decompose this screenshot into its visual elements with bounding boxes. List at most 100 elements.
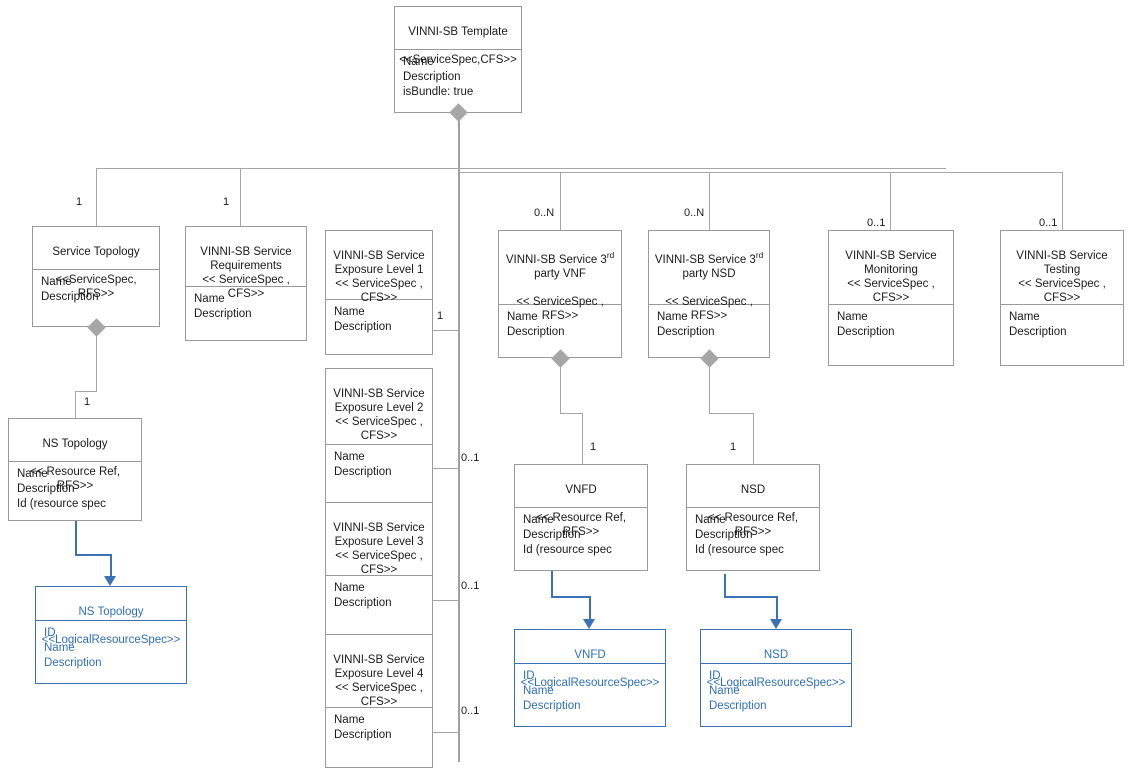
class-attributes-vnfd: Name Description Id (resource spec [523, 514, 612, 556]
class-box-third-party-vnf[interactable]: VINNI-SB Service 3rd party VNF << Service… [498, 230, 622, 358]
class-box-vnfd-logical-resource-spec[interactable]: VNFD <<LogicalResourceSpec>> ID Name Des… [514, 629, 666, 727]
class-name-vnfd: VNFD [565, 484, 597, 496]
connector-drop-service-requirements [240, 168, 241, 226]
class-box-ns-topology[interactable]: NS Topology << Resource Ref, RFS>> Name … [8, 418, 142, 521]
multiplicity-exposure-level-1: 1 [437, 310, 444, 322]
class-attributes-ns-topology: Name Description Id (resource spec [17, 468, 106, 510]
class-header-service-topology: Service Topology <<ServiceSpec, RFS>> [33, 227, 159, 300]
class-box-exposure-level-2[interactable]: VINNI-SB Service Exposure Level 2 << Ser… [325, 368, 433, 505]
class-box-vinni-sb-template[interactable]: VINNI-SB Template <<ServiceSpec,CFS>> Na… [394, 6, 522, 113]
blue-connector-vnfd-v2 [589, 596, 591, 619]
class-attributes-ns-topology-lrs: ID Name Description [44, 627, 102, 669]
class-attributes-exposure-level-1: Name Description [334, 306, 392, 333]
class-header-exposure-level-1: VINNI-SB Service Exposure Level 1 << Ser… [326, 231, 432, 304]
class-attributes-service-monitoring: Name Description [837, 311, 895, 338]
connector-vnf-down [560, 364, 561, 413]
class-name-third-party-nsd-pre: VINNI-SB Service 3 [654, 253, 756, 266]
class-header-ns-topology-lrs: NS Topology <<LogicalResourceSpec>> [36, 587, 186, 646]
class-box-service-topology[interactable]: Service Topology <<ServiceSpec, RFS>> Na… [32, 226, 160, 327]
class-box-exposure-level-1[interactable]: VINNI-SB Service Exposure Level 1 << Ser… [325, 230, 433, 355]
class-stereotype-nsd-lrs: <<LogicalResourceSpec>> [706, 677, 846, 689]
blue-connector-ns-topology-v2 [110, 554, 112, 576]
class-attributes-third-party-nsd: Name Description [657, 311, 715, 338]
class-name-service-topology: Service Topology [52, 246, 140, 258]
class-name-nsd-lrs: NSD [763, 649, 789, 661]
class-stereotype-third-party-vnf: << ServiceSpec , RFS>> [516, 295, 604, 322]
multiplicity-third-party-vnf: 0..N [534, 207, 555, 219]
connector-stub-exposure-level-1 [432, 330, 459, 331]
class-header-service-requirements: VINNI-SB Service Requirements << Service… [186, 227, 306, 300]
connector-vnf-across [560, 413, 582, 414]
connector-bus-left [96, 168, 946, 169]
class-attributes-nsd: Name Description Id (resource spec [695, 514, 784, 556]
class-name-third-party-vnf: VINNI-SB Service 3rd party VNF [505, 251, 615, 280]
class-box-exposure-level-4[interactable]: VINNI-SB Service Exposure Level 4 << Ser… [325, 634, 433, 768]
class-box-service-requirements[interactable]: VINNI-SB Service Requirements << Service… [185, 226, 307, 341]
blue-arrowhead-ns-topology [104, 576, 116, 586]
connector-drop-service-monitoring [890, 172, 891, 230]
class-stereotype-exposure-level-4: << ServiceSpec , CFS>> [335, 682, 423, 708]
class-stereotype-ns-topology: << Resource Ref, RFS>> [29, 466, 121, 492]
connector-vnfd-up [582, 413, 583, 466]
class-stereotype-exposure-level-3: << ServiceSpec , CFS>> [335, 550, 423, 576]
class-stereotype-service-monitoring: << ServiceSpec , CFS>> [847, 278, 935, 304]
class-box-service-monitoring[interactable]: VINNI-SB Service Monitoring << ServiceSp… [828, 230, 954, 366]
class-header-third-party-vnf: VINNI-SB Service 3rd party VNF << Service… [499, 231, 621, 322]
blue-connector-nsd-v1 [724, 574, 726, 596]
class-header-exposure-level-3: VINNI-SB Service Exposure Level 3 << Ser… [326, 503, 432, 576]
class-header-vnfd: VNFD << Resource Ref, RFS>> [515, 465, 647, 538]
class-box-ns-topology-logical-resource-spec[interactable]: NS Topology <<LogicalResourceSpec>> ID N… [35, 586, 187, 684]
class-stereotype-nsd: << Resource Ref, RFS>> [707, 512, 799, 538]
class-stereotype-third-party-nsd: << ServiceSpec , RFS>> [665, 295, 753, 322]
class-stereotype-vinni-sb-template: <<ServiceSpec,CFS>> [399, 54, 517, 66]
class-box-nsd-logical-resource-spec[interactable]: NSD <<LogicalResourceSpec>> ID Name Desc… [700, 629, 852, 727]
class-name-ns-topology-lrs: NS Topology [78, 606, 144, 618]
class-box-exposure-level-3[interactable]: VINNI-SB Service Exposure Level 3 << Ser… [325, 502, 433, 636]
class-box-service-testing[interactable]: VINNI-SB Service Testing << ServiceSpec … [1000, 230, 1124, 366]
class-attributes-vinni-sb-template: Name Description isBundle: true [403, 56, 474, 98]
class-name-exposure-level-3: VINNI-SB Service Exposure Level 3 [333, 522, 425, 548]
class-stereotype-vnfd-lrs: <<LogicalResourceSpec>> [520, 677, 660, 689]
class-box-vnfd[interactable]: VNFD << Resource Ref, RFS>> Name Descrip… [514, 464, 648, 571]
blue-arrowhead-vnfd [583, 619, 595, 629]
class-stereotype-service-topology: <<ServiceSpec, RFS>> [55, 274, 137, 300]
multiplicity-service-topology: 1 [76, 196, 83, 208]
class-header-nsd: NSD << Resource Ref, RFS>> [687, 465, 819, 538]
class-name-vinni-sb-template: VINNI-SB Template [408, 26, 508, 38]
multiplicity-service-testing: 0..1 [1039, 217, 1058, 229]
connector-drop-service-topology [96, 168, 97, 226]
class-stereotype-exposure-level-1: << ServiceSpec , CFS>> [335, 278, 423, 304]
multiplicity-nsd: 1 [730, 441, 737, 453]
connector-stub-exposure-level-2 [432, 468, 459, 469]
ordinal-suffix-rd: rd [606, 251, 615, 260]
connector-stub-exposure-level-3 [432, 600, 459, 601]
blue-connector-vnfd-h [551, 596, 591, 598]
connector-drop-third-party-vnf [560, 172, 561, 230]
connector-nsd3p-across [709, 413, 753, 414]
multiplicity-service-monitoring: 0..1 [867, 217, 886, 229]
class-box-nsd[interactable]: NSD << Resource Ref, RFS>> Name Descript… [686, 464, 820, 571]
class-name-service-monitoring: VINNI-SB Service Monitoring [845, 250, 937, 276]
class-name-third-party-vnf-post: party VNF [534, 267, 586, 280]
class-attributes-service-requirements: Name Description [194, 293, 252, 320]
class-name-third-party-vnf-pre: VINNI-SB Service 3 [505, 253, 607, 266]
class-header-exposure-level-2: VINNI-SB Service Exposure Level 2 << Ser… [326, 369, 432, 445]
blue-connector-nsd-h [724, 596, 778, 598]
multiplicity-vnfd: 1 [590, 441, 597, 453]
class-attributes-nsd-lrs: ID Name Description [709, 670, 767, 712]
class-header-vnfd-lrs: VNFD <<LogicalResourceSpec>> [515, 630, 665, 689]
class-attributes-exposure-level-4: Name Description [334, 714, 392, 741]
blue-connector-vnfd-v1 [551, 570, 553, 596]
multiplicity-ns-topology: 1 [84, 396, 91, 408]
class-name-exposure-level-1: VINNI-SB Service Exposure Level 1 [333, 250, 425, 276]
class-name-third-party-nsd-post: party NSD [682, 267, 736, 280]
class-stereotype-service-testing: << ServiceSpec , CFS>> [1018, 278, 1106, 304]
connector-service-topology-across [75, 391, 97, 392]
connector-ns-topology-up [75, 391, 76, 419]
multiplicity-service-requirements: 1 [223, 196, 230, 208]
connector-drop-service-testing [1062, 172, 1063, 230]
